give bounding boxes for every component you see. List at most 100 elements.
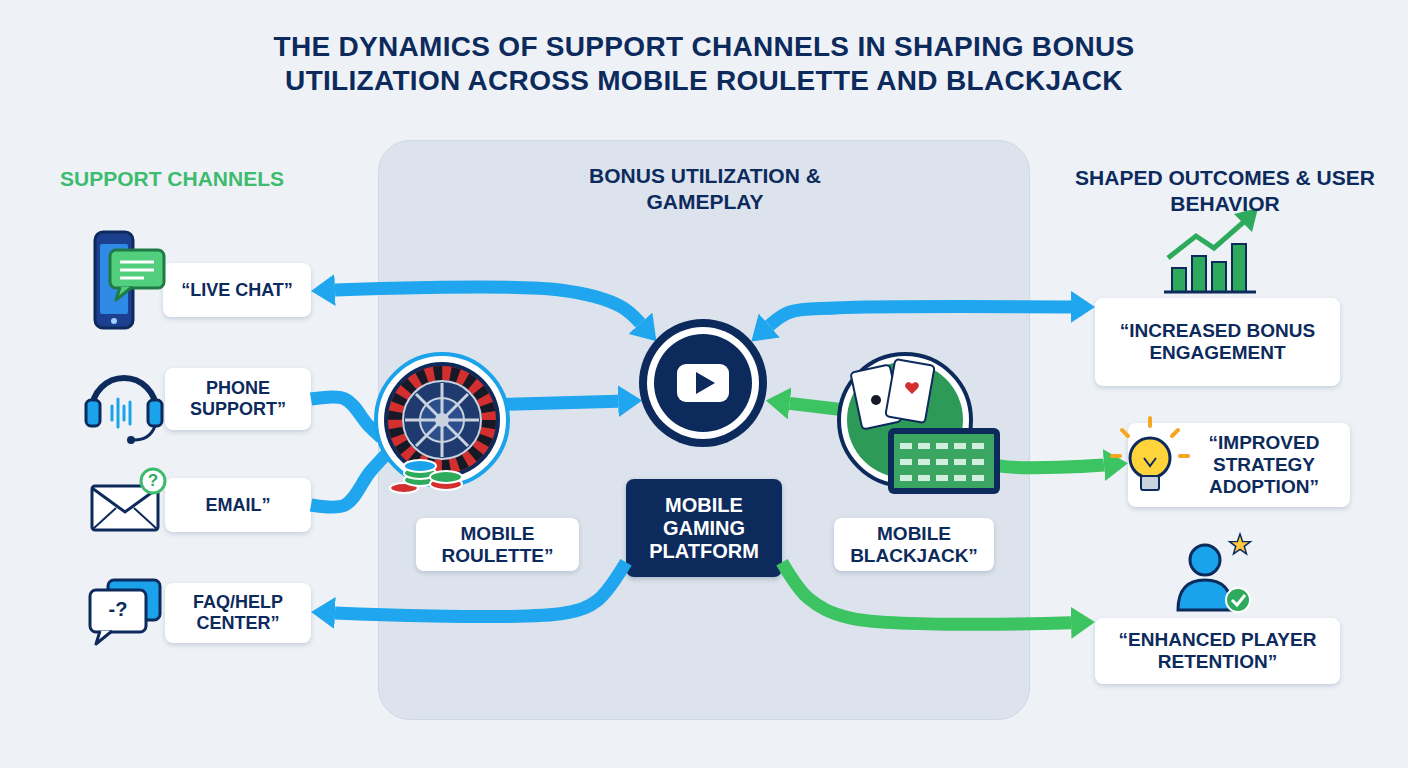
- icon-glyph: -?: [92, 597, 144, 622]
- connector-group: [311, 287, 1104, 624]
- trend-arrow-head: [1234, 208, 1258, 232]
- label-box: MOBILE GAMING PLATFORM: [626, 479, 782, 577]
- front-bubble: [90, 590, 146, 632]
- bulb-glass: [1130, 438, 1170, 478]
- person-head: [1190, 545, 1220, 575]
- chart-bar: [1172, 268, 1186, 292]
- channel-box: EMAIL”: [165, 478, 311, 532]
- chart-bar: [1232, 244, 1246, 292]
- wheel-cone: [403, 381, 481, 459]
- headset-cup: [148, 400, 162, 426]
- node-label: “INCREASED BONUS ENGAGEMENT: [1101, 320, 1334, 364]
- phone-button: [111, 318, 117, 324]
- wheel-hub: [420, 398, 464, 442]
- tablet-body: [888, 428, 1000, 494]
- chart-bar: [1212, 262, 1226, 292]
- platform-inner-ring: [647, 327, 759, 439]
- game-node: MOBILE BLACKJACK”: [831, 353, 1006, 575]
- outcome-box: “INCREASED BONUS ENGAGEMENT: [1095, 298, 1340, 386]
- chat-lines: [120, 262, 154, 278]
- casino-chips: [390, 460, 462, 493]
- channel-box: “LIVE CHAT”: [163, 263, 311, 317]
- flow-connector: [769, 307, 1071, 326]
- card-suit: [871, 395, 881, 405]
- card-heart: [905, 382, 919, 394]
- phone-body: [95, 232, 133, 328]
- node-label: “LIVE CHAT”: [181, 280, 293, 301]
- wheel-spokes: [405, 383, 479, 457]
- wheel-base: [384, 362, 500, 478]
- platform-ring: [639, 319, 767, 447]
- flow-connector: [966, 449, 1104, 468]
- envelope-flap: [92, 488, 158, 512]
- node-anchor: [379, 357, 507, 485]
- node-label: MOBILE BLACKJACK”: [842, 523, 986, 567]
- chip: [404, 474, 436, 486]
- back-bubble: [108, 580, 160, 620]
- bubble-tail: [96, 631, 112, 644]
- flow-connector: [505, 401, 618, 404]
- node-label: “IMPROVED STRATEGY ADOPTION”: [1184, 432, 1344, 498]
- flow-connector: [790, 403, 841, 409]
- chat-tail: [116, 287, 132, 300]
- title-area: THE DYNAMICS OF SUPPORT CHANNELS IN SHAP…: [194, 30, 1214, 98]
- chart-axis: [1164, 291, 1256, 294]
- flow-connector: [311, 453, 388, 507]
- email-icon: [92, 469, 165, 530]
- play-icon: [639, 319, 767, 447]
- node-anchor: [840, 355, 972, 487]
- node-anchor: [640, 320, 768, 448]
- icon-glyph: ?: [141, 470, 165, 491]
- playing-card: [885, 359, 934, 423]
- wheel-center: [435, 413, 449, 427]
- headset-mic-arm: [134, 426, 155, 440]
- flow-connector: [335, 287, 640, 323]
- play-button: [677, 364, 729, 402]
- roulette-wheel: [376, 354, 508, 486]
- check-mark: [1232, 595, 1245, 605]
- faq-icon: [90, 580, 160, 644]
- flow-connector: [311, 397, 381, 437]
- wheel-rim: [376, 354, 508, 486]
- play-triangle: [696, 372, 715, 394]
- bulb-rays: [1112, 418, 1188, 456]
- phone-chat-icon: [95, 232, 164, 328]
- check-badge: [1226, 588, 1250, 612]
- column-heading: SUPPORT CHANNELS: [60, 166, 360, 192]
- player-icon: [1178, 534, 1251, 612]
- tablet-screen: [894, 434, 994, 488]
- trend-line: [1168, 220, 1246, 258]
- person-body: [1178, 580, 1232, 610]
- node-label: EMAIL”: [206, 495, 271, 516]
- star: [1230, 534, 1251, 554]
- game-node: MOBILE ROULETTE”: [379, 356, 584, 576]
- growth-chart-icon: [1164, 208, 1258, 292]
- node-label: PHONE SUPPORT”: [171, 378, 305, 419]
- envelope-fold: [93, 508, 157, 529]
- envelope-body: [92, 486, 158, 530]
- column-heading: SHAPED OUTCOMES & USER BEHAVIOR: [1060, 165, 1390, 218]
- channel-box: PHONE SUPPORT”: [165, 368, 311, 430]
- chip: [404, 460, 436, 472]
- lightbulb-icon: [1112, 418, 1188, 490]
- table-felt: [847, 362, 963, 478]
- outcome-box: “IMPROVED STRATEGY ADOPTION”: [1128, 423, 1350, 507]
- chip: [404, 467, 436, 479]
- headset-cup: [86, 400, 100, 426]
- headset-icon: [86, 378, 162, 444]
- table-rim: [839, 354, 971, 486]
- headset-band: [92, 378, 156, 410]
- diagram-title: THE DYNAMICS OF SUPPORT CHANNELS IN SHAP…: [194, 30, 1214, 98]
- wheel-red-pockets: [395, 373, 489, 467]
- channel-box: FAQ/HELP CENTER”: [165, 583, 311, 643]
- chip: [390, 483, 418, 493]
- bulb-base: [1141, 476, 1159, 490]
- chip: [430, 471, 462, 483]
- label-box: MOBILE BLACKJACK”: [834, 518, 994, 571]
- headset-mic: [127, 436, 135, 444]
- phone-screen: [100, 244, 128, 314]
- flow-connector: [335, 562, 626, 616]
- node-label: “ENHANCED PLAYER RETENTION”: [1101, 629, 1334, 673]
